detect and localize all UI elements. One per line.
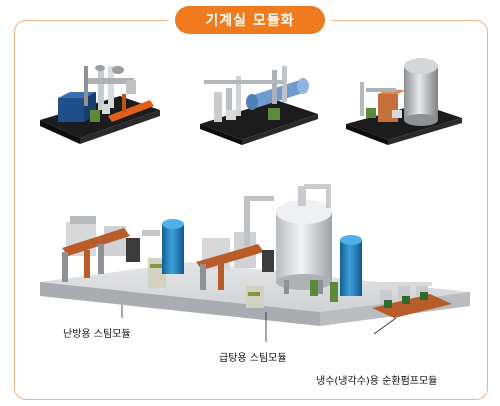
leader-chilled <box>373 317 397 335</box>
label-hotwater-steam-module: 급탕용 스팀모듈 <box>219 353 287 364</box>
label-heating-steam-module: 난방용 스팀모듈 <box>63 329 131 340</box>
label-chilled-pump-module: 냉수(냉각수)용 순환펌프모듈 <box>316 376 438 387</box>
module-top-left <box>40 65 160 144</box>
module-chilled-pump <box>330 235 452 318</box>
steam-tank <box>276 184 332 296</box>
module-top-right <box>346 58 462 145</box>
module-hotwater-steam <box>196 196 274 308</box>
module-top-middle <box>200 66 318 145</box>
module-heating-steam <box>62 216 184 288</box>
page-title: 기계실 모듈화 <box>175 6 325 34</box>
